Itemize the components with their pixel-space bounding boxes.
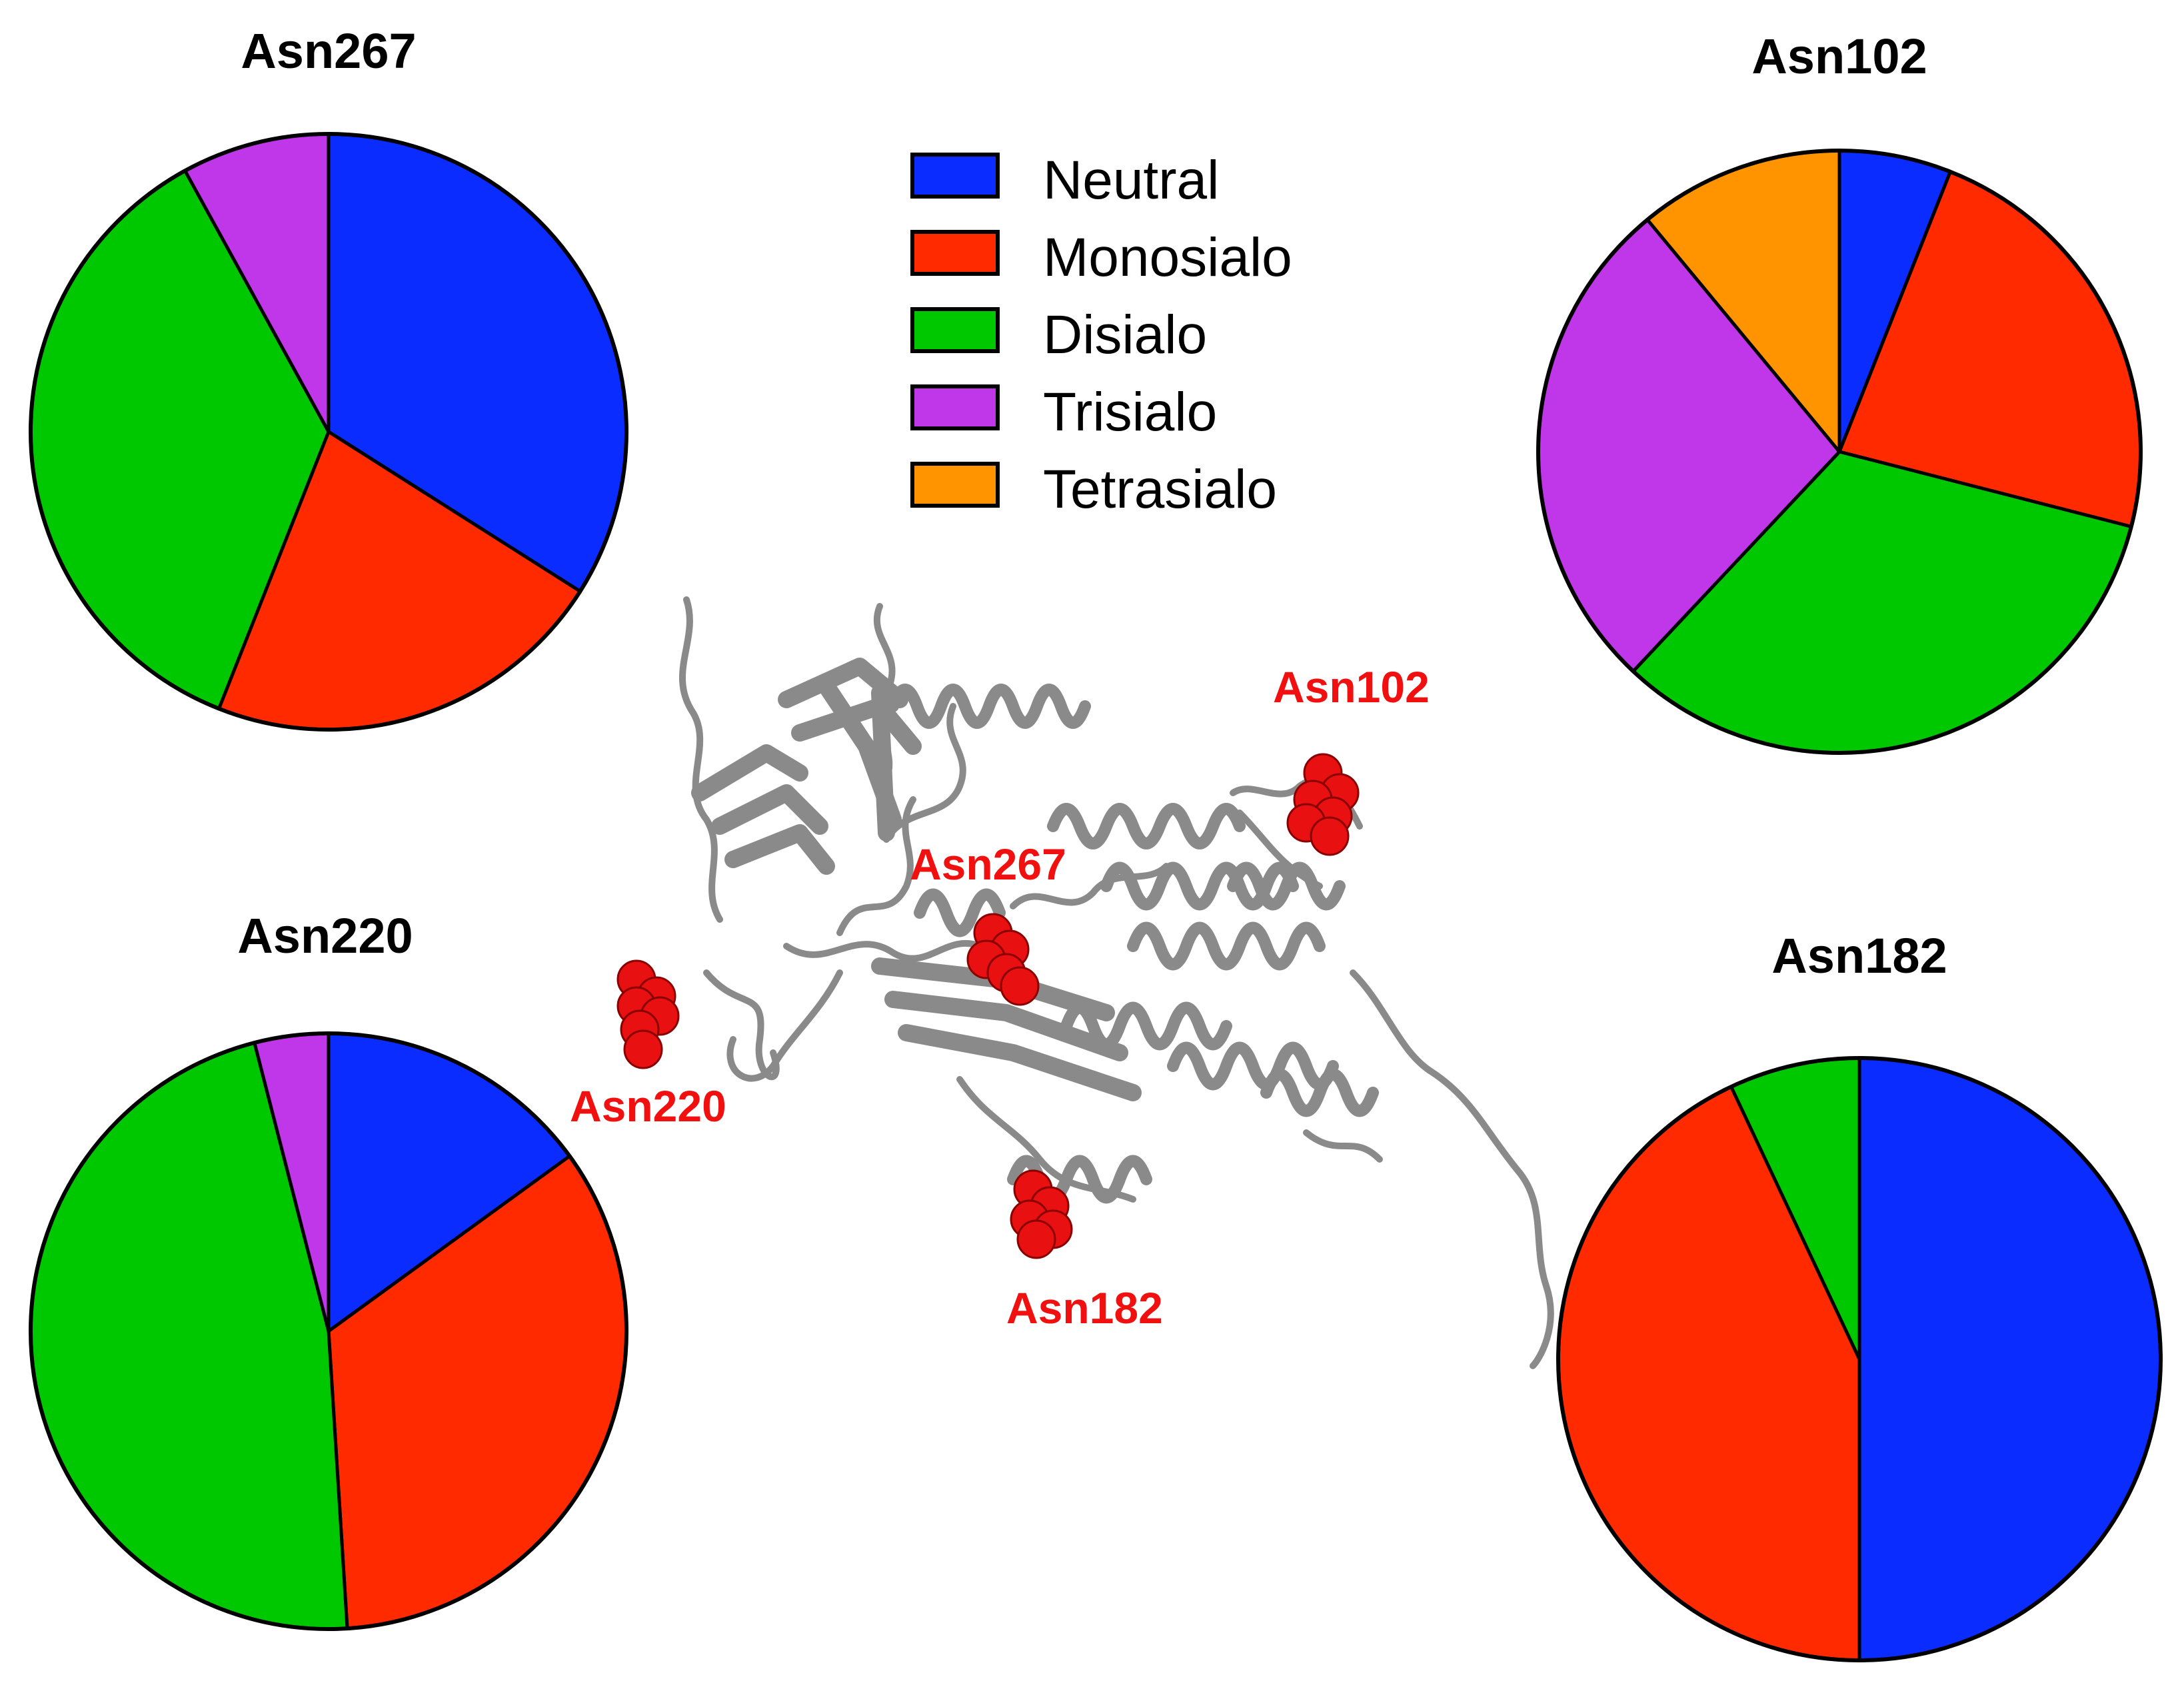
pie-slice-asn182-neutral: [1857, 1056, 2163, 1662]
pie-chart-asn182: [1556, 1056, 2163, 1662]
legend-label-monosialo: Monosialo: [1043, 227, 1292, 288]
site-atom-asn102-5: [1310, 816, 1350, 856]
site-atom-asn182-4: [1016, 1219, 1056, 1259]
legend-swatch-tetrasialo: [910, 462, 1000, 508]
legend-label-tetrasialo: Tetrasialo: [1043, 459, 1277, 520]
legend: Neutral Monosialo Disialo Trisialo Tetra…: [910, 150, 1292, 520]
site-label-asn182: Asn182: [1006, 1283, 1163, 1333]
legend-swatch-monosialo: [910, 230, 1000, 276]
pie-title-asn220: Asn220: [237, 908, 413, 963]
pie-outline-asn102: [1536, 149, 2143, 755]
legend-swatch-disialo: [910, 307, 1000, 353]
pie-title-asn102: Asn102: [1751, 29, 1927, 84]
pie-outline-asn182: [1556, 1056, 2163, 1662]
pie-chart-asn102: [1536, 149, 2143, 755]
pie-title-asn267: Asn267: [241, 23, 416, 79]
legend-label-neutral: Neutral: [1043, 150, 1219, 211]
pie-outline-asn220: [29, 1031, 628, 1631]
pie-title-asn182: Asn182: [1771, 928, 1947, 983]
site-label-asn267: Asn267: [910, 840, 1066, 889]
pie-outline-asn267: [29, 132, 628, 732]
site-label-asn102: Asn102: [1273, 662, 1430, 712]
legend-swatch-neutral: [910, 153, 1000, 199]
protein-ribbon-structure-icon: [679, 596, 1554, 1369]
site-label-asn220: Asn220: [570, 1081, 726, 1131]
site-atom-asn220-5: [623, 1029, 663, 1069]
legend-label-trisialo: Trisialo: [1043, 382, 1217, 442]
legend-swatch-trisialo: [910, 384, 1000, 430]
legend-label-disialo: Disialo: [1043, 304, 1207, 365]
protein-loops: [679, 596, 1554, 1369]
pie-chart-asn220: [29, 1031, 628, 1631]
site-atom-asn267-4: [1000, 966, 1040, 1006]
pie-chart-asn267: [29, 132, 628, 732]
glycosylation-site-atoms: [616, 753, 1360, 1259]
